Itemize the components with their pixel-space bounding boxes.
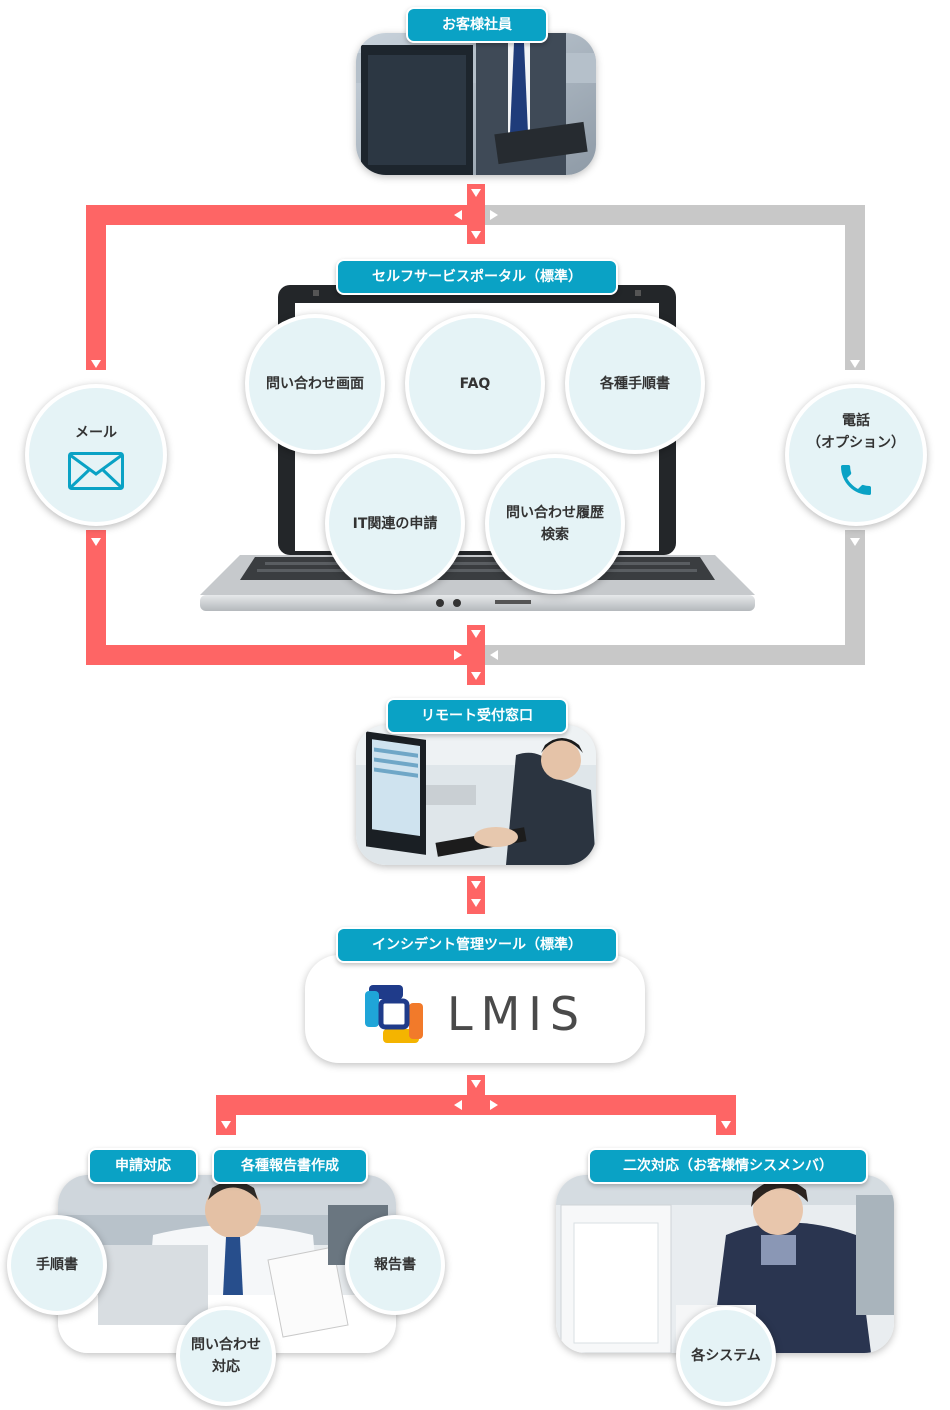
portal-item-label: 問い合わせ履歴 [506,505,604,521]
item-procedures[interactable]: 手順書 [7,1215,107,1315]
item-systems[interactable]: 各システム [676,1306,776,1406]
item-report[interactable]: 報告書 [345,1215,445,1315]
lmis-logo-icon [364,985,423,1043]
channel-mail[interactable]: メール [25,384,167,526]
customer-label: お客様社員 [406,7,548,43]
portal-item-faq[interactable]: FAQ [405,314,545,454]
item-label: 報告書 [374,1257,416,1273]
lmis-logo-text: LMIS [446,987,588,1041]
portal-item-it-request[interactable]: IT関連の申請 [325,454,465,594]
channel-phone-sublabel: （オプション） [807,435,905,451]
secondary-label: 二次対応（お客様情シスメンバ） [588,1148,868,1184]
portal-item-label: 問い合わせ画面 [266,376,364,392]
item-label: 各システム [691,1348,761,1364]
tool-label: インシデント管理ツール（標準） [336,927,618,963]
remote-label: リモート受付窓口 [386,698,568,734]
portal-item-label: 各種手順書 [600,376,670,392]
secondary-photo [556,1175,894,1353]
customer-photo [356,33,596,175]
portal-item-label: 検索 [541,527,569,543]
channel-mail-label: メール [75,425,117,441]
tool-box: LMIS [305,955,645,1063]
mail-icon [68,452,124,490]
reports-label: 各種報告書作成 [212,1148,368,1184]
request-label: 申請対応 [88,1148,198,1184]
item-label: 対応 [212,1359,240,1375]
channel-phone[interactable]: 電話 （オプション） [785,384,927,526]
portal-item-history-search[interactable]: 問い合わせ履歴 検索 [485,454,625,594]
portal-item-procedures[interactable]: 各種手順書 [565,314,705,454]
portal-label: セルフサービスポータル（標準） [336,259,618,295]
portal-item-label: IT関連の申請 [352,516,438,532]
item-label: 手順書 [36,1257,78,1273]
item-inquiry-response[interactable]: 問い合わせ 対応 [176,1306,276,1406]
phone-icon [841,465,871,495]
item-label: 問い合わせ [191,1337,261,1353]
remote-photo [356,725,596,865]
channel-phone-label: 電話 [842,413,870,429]
portal-item-inquiry-screen[interactable]: 問い合わせ画面 [245,314,385,454]
portal-item-label: FAQ [459,376,491,392]
